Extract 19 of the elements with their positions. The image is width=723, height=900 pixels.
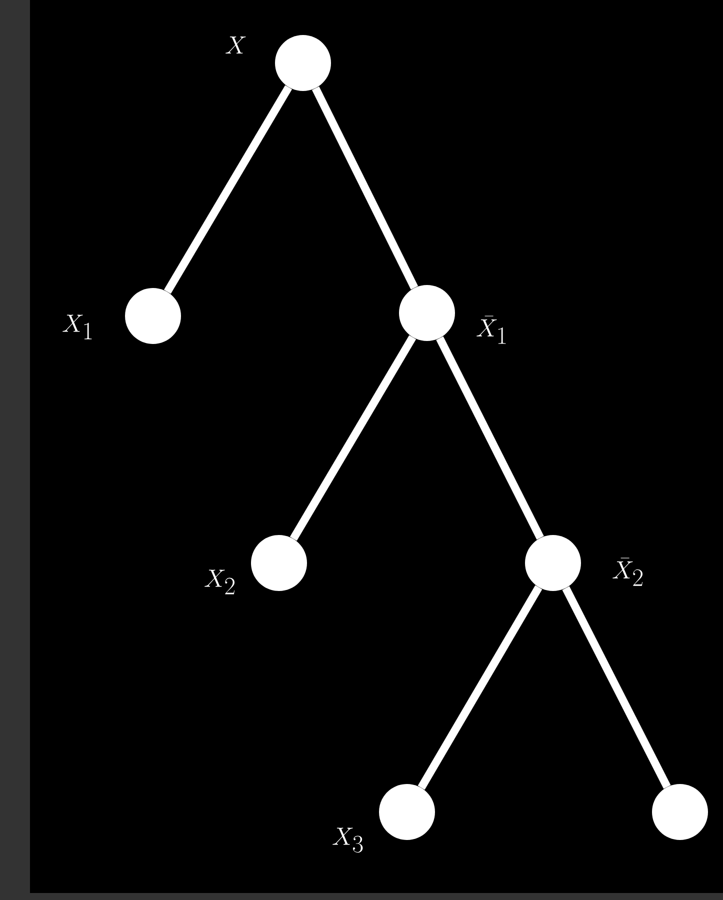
node-label: $X_3$ [332, 828, 363, 853]
tree-edge [290, 335, 416, 541]
node-label: $X_1$ [62, 314, 92, 340]
tree-edge [436, 336, 544, 540]
tree-node [525, 535, 581, 591]
tree-node [379, 784, 435, 840]
tree-node [399, 285, 455, 341]
node-label: $\bar{X}_2$ [612, 558, 643, 586]
tree-node [275, 35, 331, 91]
tree-edge [164, 85, 292, 294]
tree-node [251, 535, 307, 591]
tree-edge [418, 585, 542, 790]
tree-edge [312, 86, 418, 290]
tree-edge [562, 586, 671, 789]
tree-node [652, 784, 708, 840]
node-label: $X$ [226, 36, 246, 54]
tree-node [125, 288, 181, 344]
node-label: $\bar{X}_1$ [476, 316, 506, 344]
node-label: $X_2$ [204, 570, 235, 594]
